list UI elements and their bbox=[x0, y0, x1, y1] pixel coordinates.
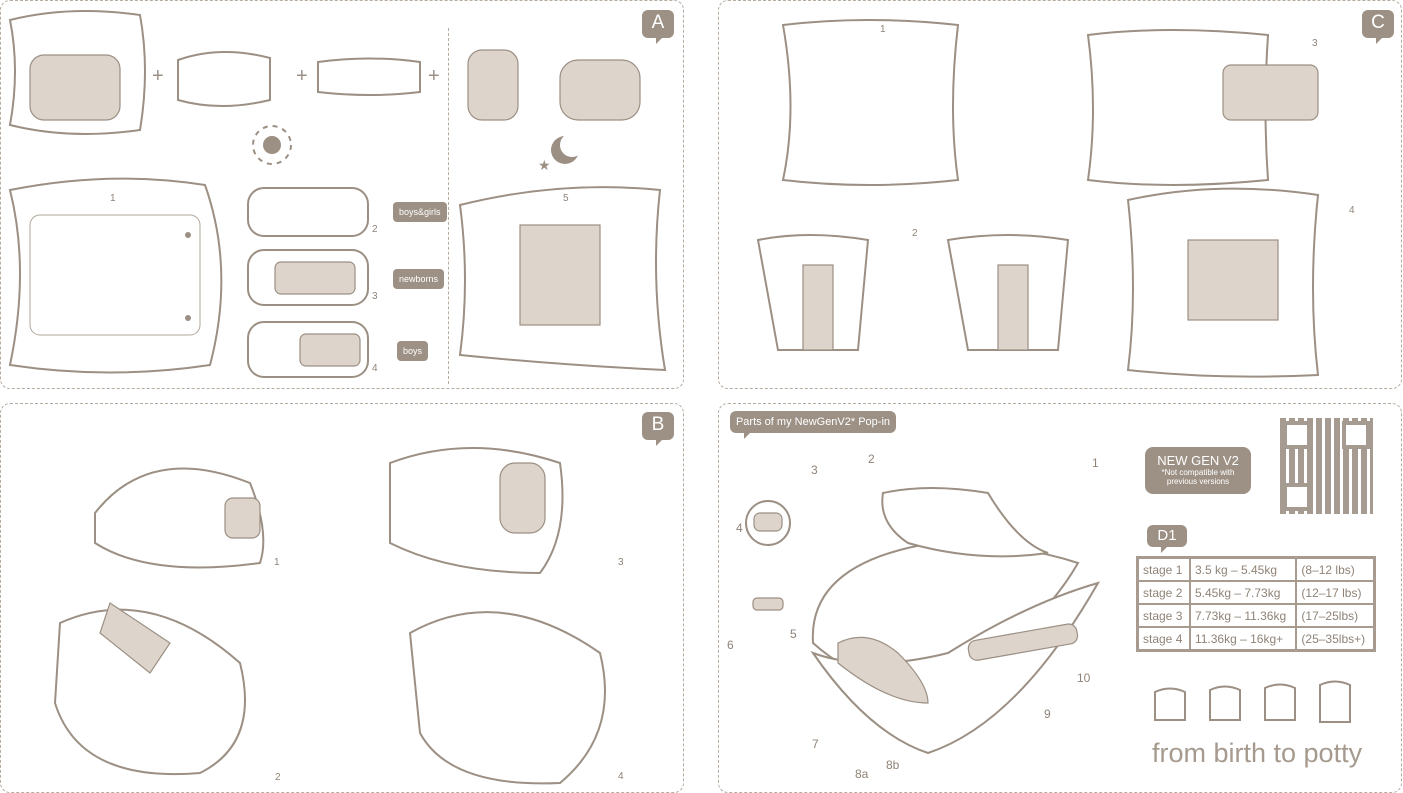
step-number: 2 bbox=[372, 224, 378, 235]
step-number: 3 bbox=[372, 291, 378, 302]
step-number: 1 bbox=[110, 193, 116, 204]
step-number: 3 bbox=[618, 557, 624, 568]
panel-c-letter: C bbox=[1362, 10, 1394, 44]
stage-cell: stage 3 bbox=[1136, 603, 1191, 628]
stage-cell: stage 4 bbox=[1136, 626, 1191, 652]
part-number: 5 bbox=[790, 627, 797, 641]
kg-cell: 7.73kg – 11.36kg bbox=[1188, 603, 1298, 628]
svg-text:★: ★ bbox=[538, 157, 551, 173]
stage-cell: stage 2 bbox=[1136, 580, 1191, 605]
step-number: 1 bbox=[880, 24, 886, 35]
part-number: 7 bbox=[812, 737, 819, 751]
new-gen-note: *Not compatible with bbox=[1161, 468, 1235, 477]
kg-cell: 5.45kg – 7.73kg bbox=[1188, 580, 1298, 605]
step-number: 2 bbox=[275, 772, 281, 783]
lbs-cell: (25–35lbs+) bbox=[1295, 626, 1376, 652]
panel-b-letter: B bbox=[642, 412, 674, 446]
panel-a-letter: A bbox=[642, 10, 674, 44]
part-number: 4 bbox=[736, 521, 743, 535]
new-gen-heading: NEW GEN V2 bbox=[1157, 453, 1239, 468]
moon-stars-icon: ★ bbox=[538, 133, 584, 173]
new-gen-note: previous versions bbox=[1166, 477, 1230, 486]
step-number: 3 bbox=[1312, 38, 1318, 49]
stage-cell: stage 1 bbox=[1136, 556, 1191, 582]
lbs-cell: (17–25lbs) bbox=[1295, 603, 1376, 628]
parts-title: Parts of my NewGenV2* Pop-in bbox=[730, 411, 896, 439]
step-number: 2 bbox=[912, 228, 918, 239]
kg-cell: 11.36kg – 16kg+ bbox=[1188, 626, 1298, 652]
new-gen-badge: NEW GEN V2 *Not compatible with previous… bbox=[1145, 447, 1251, 494]
plus-icon: + bbox=[152, 65, 164, 87]
panel-c-illustrations bbox=[756, 19, 1320, 378]
kg-cell: 3.5 kg – 5.45kg bbox=[1188, 556, 1298, 582]
diaper-top-illustration: + + + ★ bbox=[8, 10, 667, 378]
step-number: 5 bbox=[563, 193, 569, 204]
table-tag-d1: D1 bbox=[1147, 525, 1187, 553]
panel-a-divider bbox=[448, 28, 449, 384]
label-newborns: newborns bbox=[393, 269, 445, 289]
label-boys-girls: boys&girls bbox=[393, 202, 447, 222]
step-number: 4 bbox=[1349, 205, 1355, 216]
qr-code bbox=[1280, 418, 1373, 514]
panel-a bbox=[0, 0, 684, 389]
part-number: 3 bbox=[811, 463, 818, 477]
step-number: 4 bbox=[618, 771, 624, 782]
part-number: 6 bbox=[727, 638, 734, 652]
lbs-cell: (12–17 lbs) bbox=[1295, 580, 1376, 605]
stage-size-icons bbox=[1154, 680, 1351, 723]
part-number: 8b bbox=[886, 758, 900, 772]
panel-c bbox=[718, 0, 1402, 389]
label-boys: boys bbox=[397, 341, 429, 361]
part-number: 10 bbox=[1077, 671, 1091, 685]
step-number: 1 bbox=[274, 557, 280, 568]
plus-icon: + bbox=[296, 65, 308, 87]
panel-b-illustrations bbox=[53, 447, 606, 785]
part-number: 8a bbox=[855, 767, 869, 781]
part-number: 2 bbox=[868, 452, 875, 466]
lbs-cell: (8–12 lbs) bbox=[1295, 556, 1376, 582]
pop-in-parts-illustration bbox=[745, 487, 1101, 755]
step-number: 4 bbox=[372, 363, 378, 374]
part-number: 1 bbox=[1092, 456, 1099, 470]
sun-icon bbox=[252, 125, 292, 165]
tagline: from birth to potty bbox=[1152, 738, 1363, 768]
part-number: 9 bbox=[1044, 707, 1051, 721]
plus-icon: + bbox=[428, 65, 440, 87]
